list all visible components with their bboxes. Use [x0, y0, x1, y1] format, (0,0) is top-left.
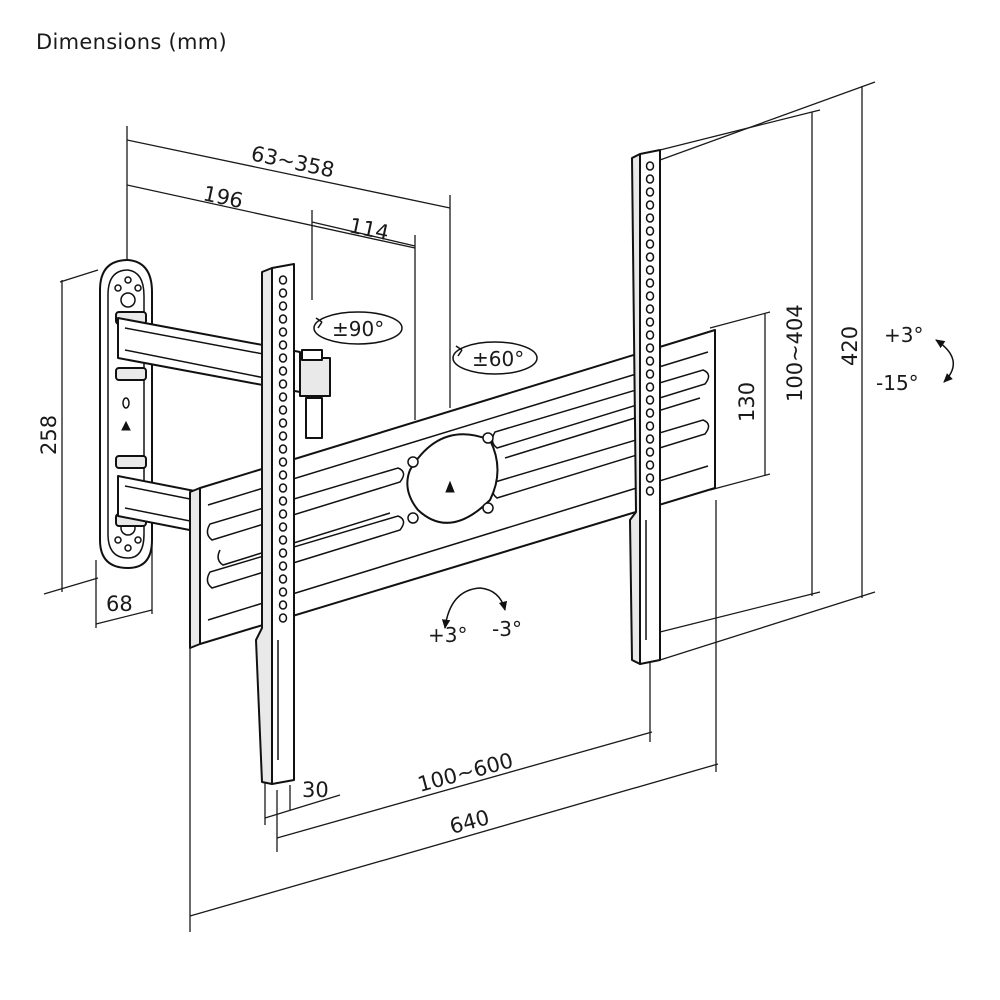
dim-rail-spacing-label: 130 — [735, 382, 759, 422]
strap-hole — [278, 535, 288, 545]
strap-hole — [645, 213, 655, 223]
strap-hole — [278, 561, 288, 571]
strap-hole — [278, 574, 288, 584]
strap-hole — [645, 265, 655, 275]
strap-hole — [278, 275, 288, 285]
right-vertical-strap — [629, 149, 661, 665]
strap-hole — [645, 356, 655, 366]
strap-hole — [645, 382, 655, 392]
strap-hole — [645, 447, 655, 457]
strap-hole — [278, 548, 288, 558]
strap-hole — [645, 408, 655, 418]
level-plus-label: +3° — [428, 623, 467, 647]
strap-hole — [645, 330, 655, 340]
dim-vesa-horizontal-label: 100~600 — [415, 748, 516, 796]
tilt-arrow — [935, 339, 954, 383]
dim-bracket-height-label: 420 — [838, 326, 862, 366]
level-minus-label: -3° — [492, 617, 522, 641]
level-adjust-arrow — [441, 587, 508, 630]
dim-bracket-width-label: 640 — [447, 805, 492, 839]
swivel-arm-arrow — [313, 311, 403, 345]
strap-hole — [645, 434, 655, 444]
strap-hole — [278, 587, 288, 597]
strap-hole — [645, 317, 655, 327]
rotation-indicators: ±90° ±60° +3° -3° +3° -15° — [313, 311, 954, 647]
strap-hole — [645, 187, 655, 197]
strap-hole — [645, 161, 655, 171]
strap-hole — [645, 343, 655, 353]
dim-arm-width-label: 30 — [302, 778, 329, 802]
strap-hole — [278, 353, 288, 363]
strap-hole — [278, 405, 288, 415]
strap-hole — [645, 486, 655, 496]
tilt-up-label: +3° — [884, 323, 923, 347]
strap-hole — [278, 444, 288, 454]
dim-wall-plate-width-label: 68 — [106, 592, 133, 616]
dim-wall-plate-height-label: 258 — [37, 415, 61, 455]
strap-hole — [278, 457, 288, 467]
swivel-head-label: ±60° — [472, 347, 524, 371]
swivel-head-arrow — [452, 341, 538, 375]
strap-hole — [645, 239, 655, 249]
strap-hole — [278, 600, 288, 610]
strap-hole — [645, 278, 655, 288]
strap-hole — [278, 470, 288, 480]
tv-rail-plate — [189, 329, 716, 649]
strap-hole — [645, 174, 655, 184]
strap-hole — [645, 200, 655, 210]
strap-hole — [645, 369, 655, 379]
strap-hole — [278, 483, 288, 493]
strap-hole — [278, 392, 288, 402]
strap-hole — [278, 301, 288, 311]
strap-hole — [278, 496, 288, 506]
swivel-arm-label: ±90° — [332, 317, 384, 341]
dim-reach-label: 63~358 — [249, 141, 337, 182]
strap-hole — [278, 288, 288, 298]
strap-hole — [278, 340, 288, 350]
upper-arm — [117, 317, 331, 439]
strap-hole — [278, 418, 288, 428]
strap-hole — [278, 509, 288, 519]
strap-hole — [645, 460, 655, 470]
strap-hole — [645, 473, 655, 483]
strap-hole — [278, 613, 288, 623]
strap-hole — [278, 522, 288, 532]
strap-hole — [278, 314, 288, 324]
strap-hole — [645, 291, 655, 301]
dimension-lines — [43, 81, 876, 932]
strap-hole — [645, 395, 655, 405]
left-vertical-strap — [255, 263, 295, 785]
dim-arm-depth-label: 196 — [201, 181, 245, 213]
strap-hole — [278, 431, 288, 441]
strap-hole — [645, 226, 655, 236]
strap-hole — [278, 327, 288, 337]
tilt-down-label: -15° — [876, 371, 919, 395]
dim-arm-joint-label: 114 — [347, 213, 391, 245]
diagram-title: Dimensions (mm) — [36, 30, 228, 54]
dim-vesa-vertical-label: 100~404 — [783, 304, 807, 402]
strap-hole — [278, 379, 288, 389]
strap-hole — [645, 304, 655, 314]
strap-hole — [645, 252, 655, 262]
strap-hole — [278, 366, 288, 376]
strap-hole — [645, 421, 655, 431]
